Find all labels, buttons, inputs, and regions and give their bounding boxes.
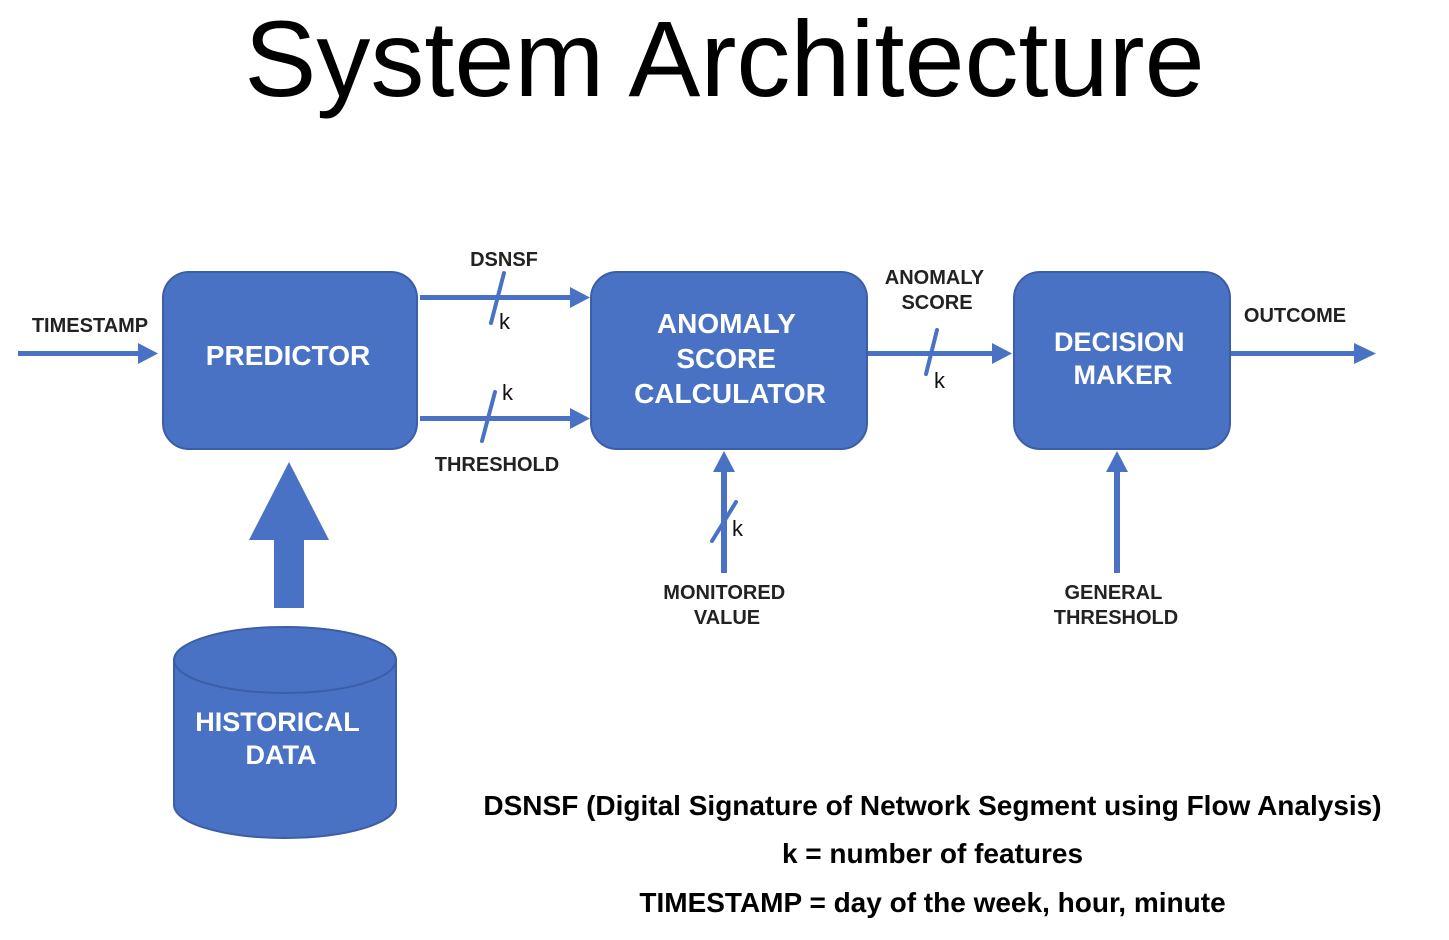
- historical-data-arrow-head: [249, 462, 329, 540]
- dsnsf-arrow-head: [570, 287, 590, 308]
- legend-k: k = number of features: [781, 838, 1084, 869]
- threshold-arrow-shaft: [420, 416, 572, 421]
- decision-maker-box: [1013, 271, 1231, 450]
- predictor-box: [162, 271, 418, 450]
- monitored-value-label: MONITORED VALUE: [663, 582, 790, 629]
- anomaly-score-bus-slash: [924, 328, 939, 376]
- timestamp-label: TIMESTAMP: [32, 315, 148, 337]
- anomaly-score-k-label: k: [934, 368, 946, 393]
- dsnsf-bus-slash: [489, 271, 506, 325]
- monitored-value-k-label: k: [732, 516, 744, 541]
- general-threshold-arrow-head: [1106, 451, 1128, 472]
- legend-dsnsf: DSNSF (Digital Signature of Network Segm…: [483, 790, 1382, 821]
- historical-data-cylinder: [173, 626, 397, 839]
- historical-data-arrow-shaft: [274, 538, 304, 608]
- general-threshold-label: GENERAL THRESHOLD: [1054, 582, 1178, 629]
- threshold-bus-slash: [480, 390, 497, 443]
- outcome-label: OUTCOME: [1244, 305, 1346, 327]
- legend-timestamp: TIMESTAMP = day of the week, hour, minut…: [639, 887, 1226, 918]
- decision-maker-label: DECISION MAKER: [1054, 327, 1192, 390]
- slide-title: System Architecture: [244, 0, 1205, 119]
- predictor-label: PREDICTOR: [206, 340, 370, 371]
- cylinder-top: [173, 626, 397, 694]
- dsnsf-label: DSNSF: [470, 249, 538, 271]
- anomaly-score-label: ANOMALY SCORE: [885, 267, 989, 314]
- anomaly-score-arrow-head: [992, 343, 1012, 364]
- outcome-arrow-shaft: [1230, 351, 1356, 356]
- historical-data-label: HISTORICAL DATA: [195, 707, 367, 770]
- threshold-label: THRESHOLD: [435, 454, 559, 476]
- anomaly-calculator-box: [590, 271, 868, 450]
- anomaly-calculator-label: ANOMALY SCORE CALCULATOR: [634, 308, 826, 409]
- monitored-value-arrow-head: [713, 451, 735, 472]
- dsnsf-k-label: k: [499, 309, 511, 334]
- threshold-k-label: k: [502, 380, 514, 405]
- timestamp-arrow-shaft: [18, 351, 140, 356]
- outcome-arrow-head: [1354, 343, 1376, 364]
- monitored-value-bus-slash: [710, 500, 738, 543]
- general-threshold-arrow-shaft: [1114, 470, 1120, 573]
- threshold-arrow-head: [570, 408, 590, 429]
- timestamp-arrow-head: [138, 343, 158, 364]
- cylinder-body: [173, 659, 397, 839]
